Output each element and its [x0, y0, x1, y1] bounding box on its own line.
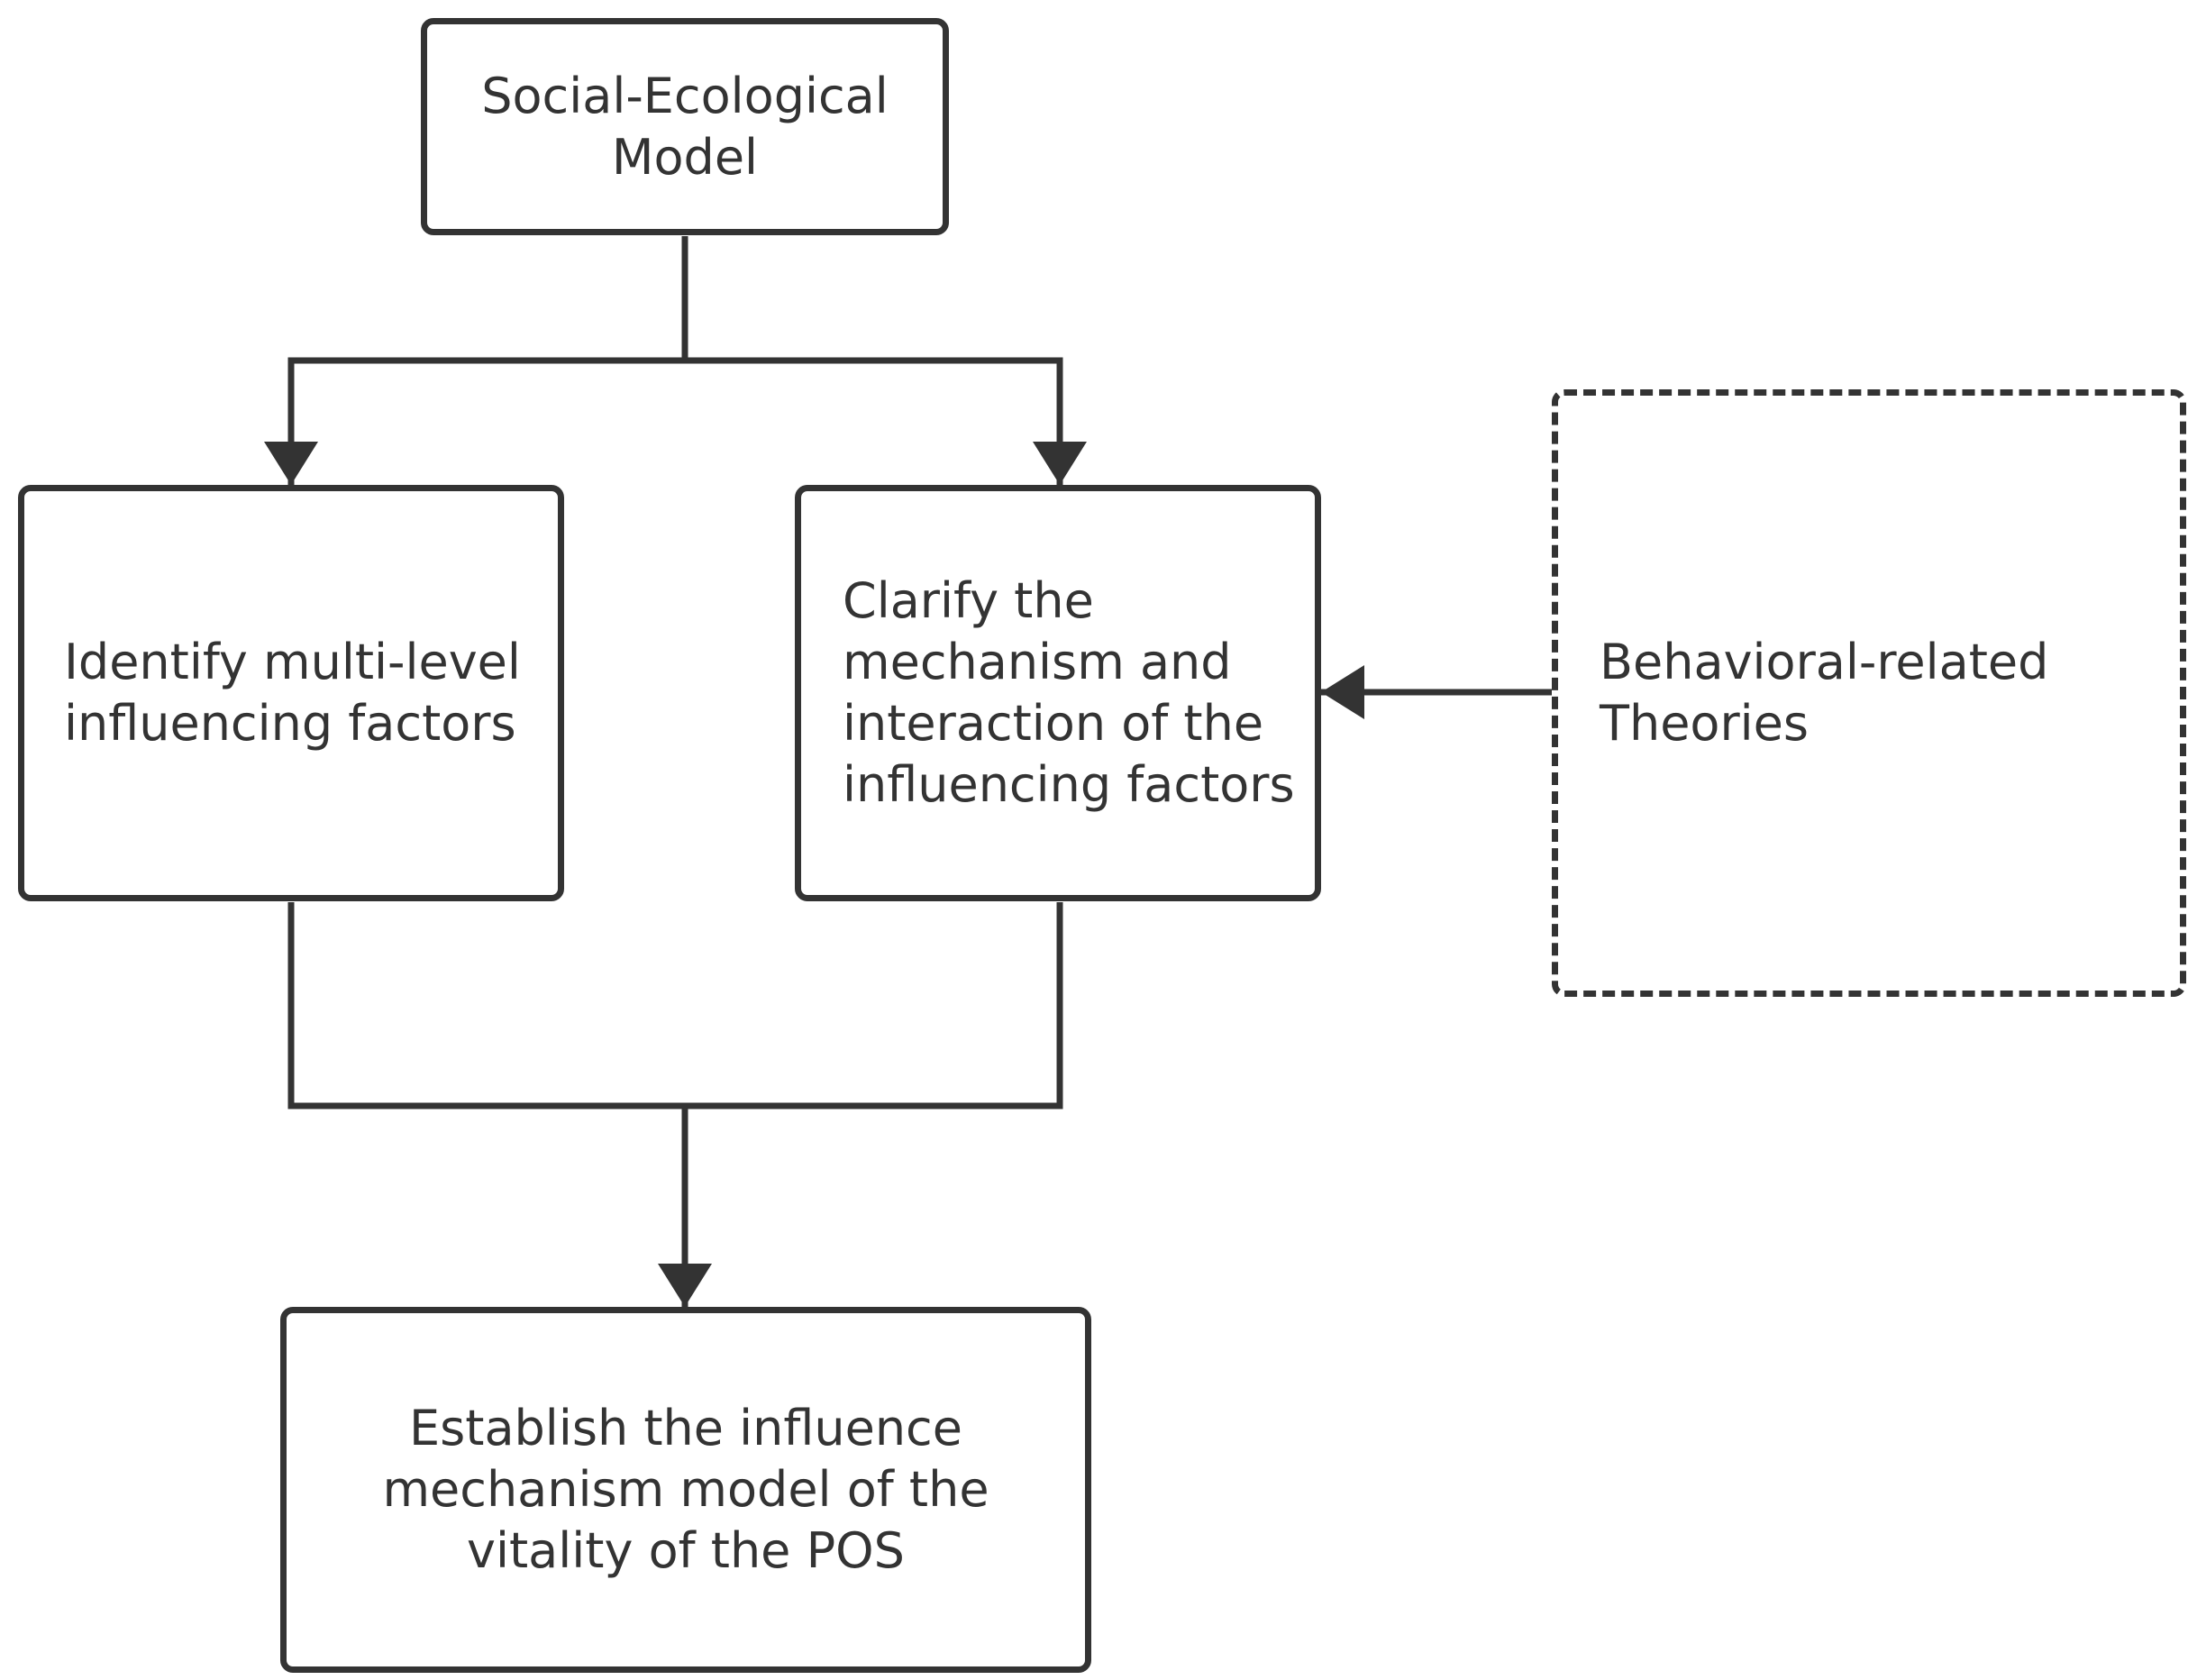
node-behavioral-theories: Behavioral-related Theories — [1552, 389, 2186, 997]
edge-sem-to-identify — [264, 236, 688, 485]
node-establish-model: Establish the influence mechanism model … — [280, 1307, 1091, 1673]
node-label: Establish the influence mechanism model … — [382, 1400, 989, 1579]
edge-identify-to-establish — [287, 902, 685, 1109]
edge-sem-to-clarify — [685, 357, 1087, 485]
node-identify-factors: Identify multi-level influencing factors — [18, 485, 564, 901]
node-clarify-mechanism: Clarify the mechanism and interaction of… — [795, 485, 1321, 901]
node-social-ecological-model: Social-Ecological Model — [421, 18, 949, 235]
node-label: Identify multi-level influencing factors — [64, 634, 521, 752]
node-label: Social-Ecological Model — [481, 67, 889, 186]
edge-clarify-to-establish — [685, 902, 1063, 1109]
node-label: Clarify the mechanism and interaction of… — [843, 572, 1295, 813]
node-label: Behavioral-related Theories — [1600, 634, 2049, 752]
